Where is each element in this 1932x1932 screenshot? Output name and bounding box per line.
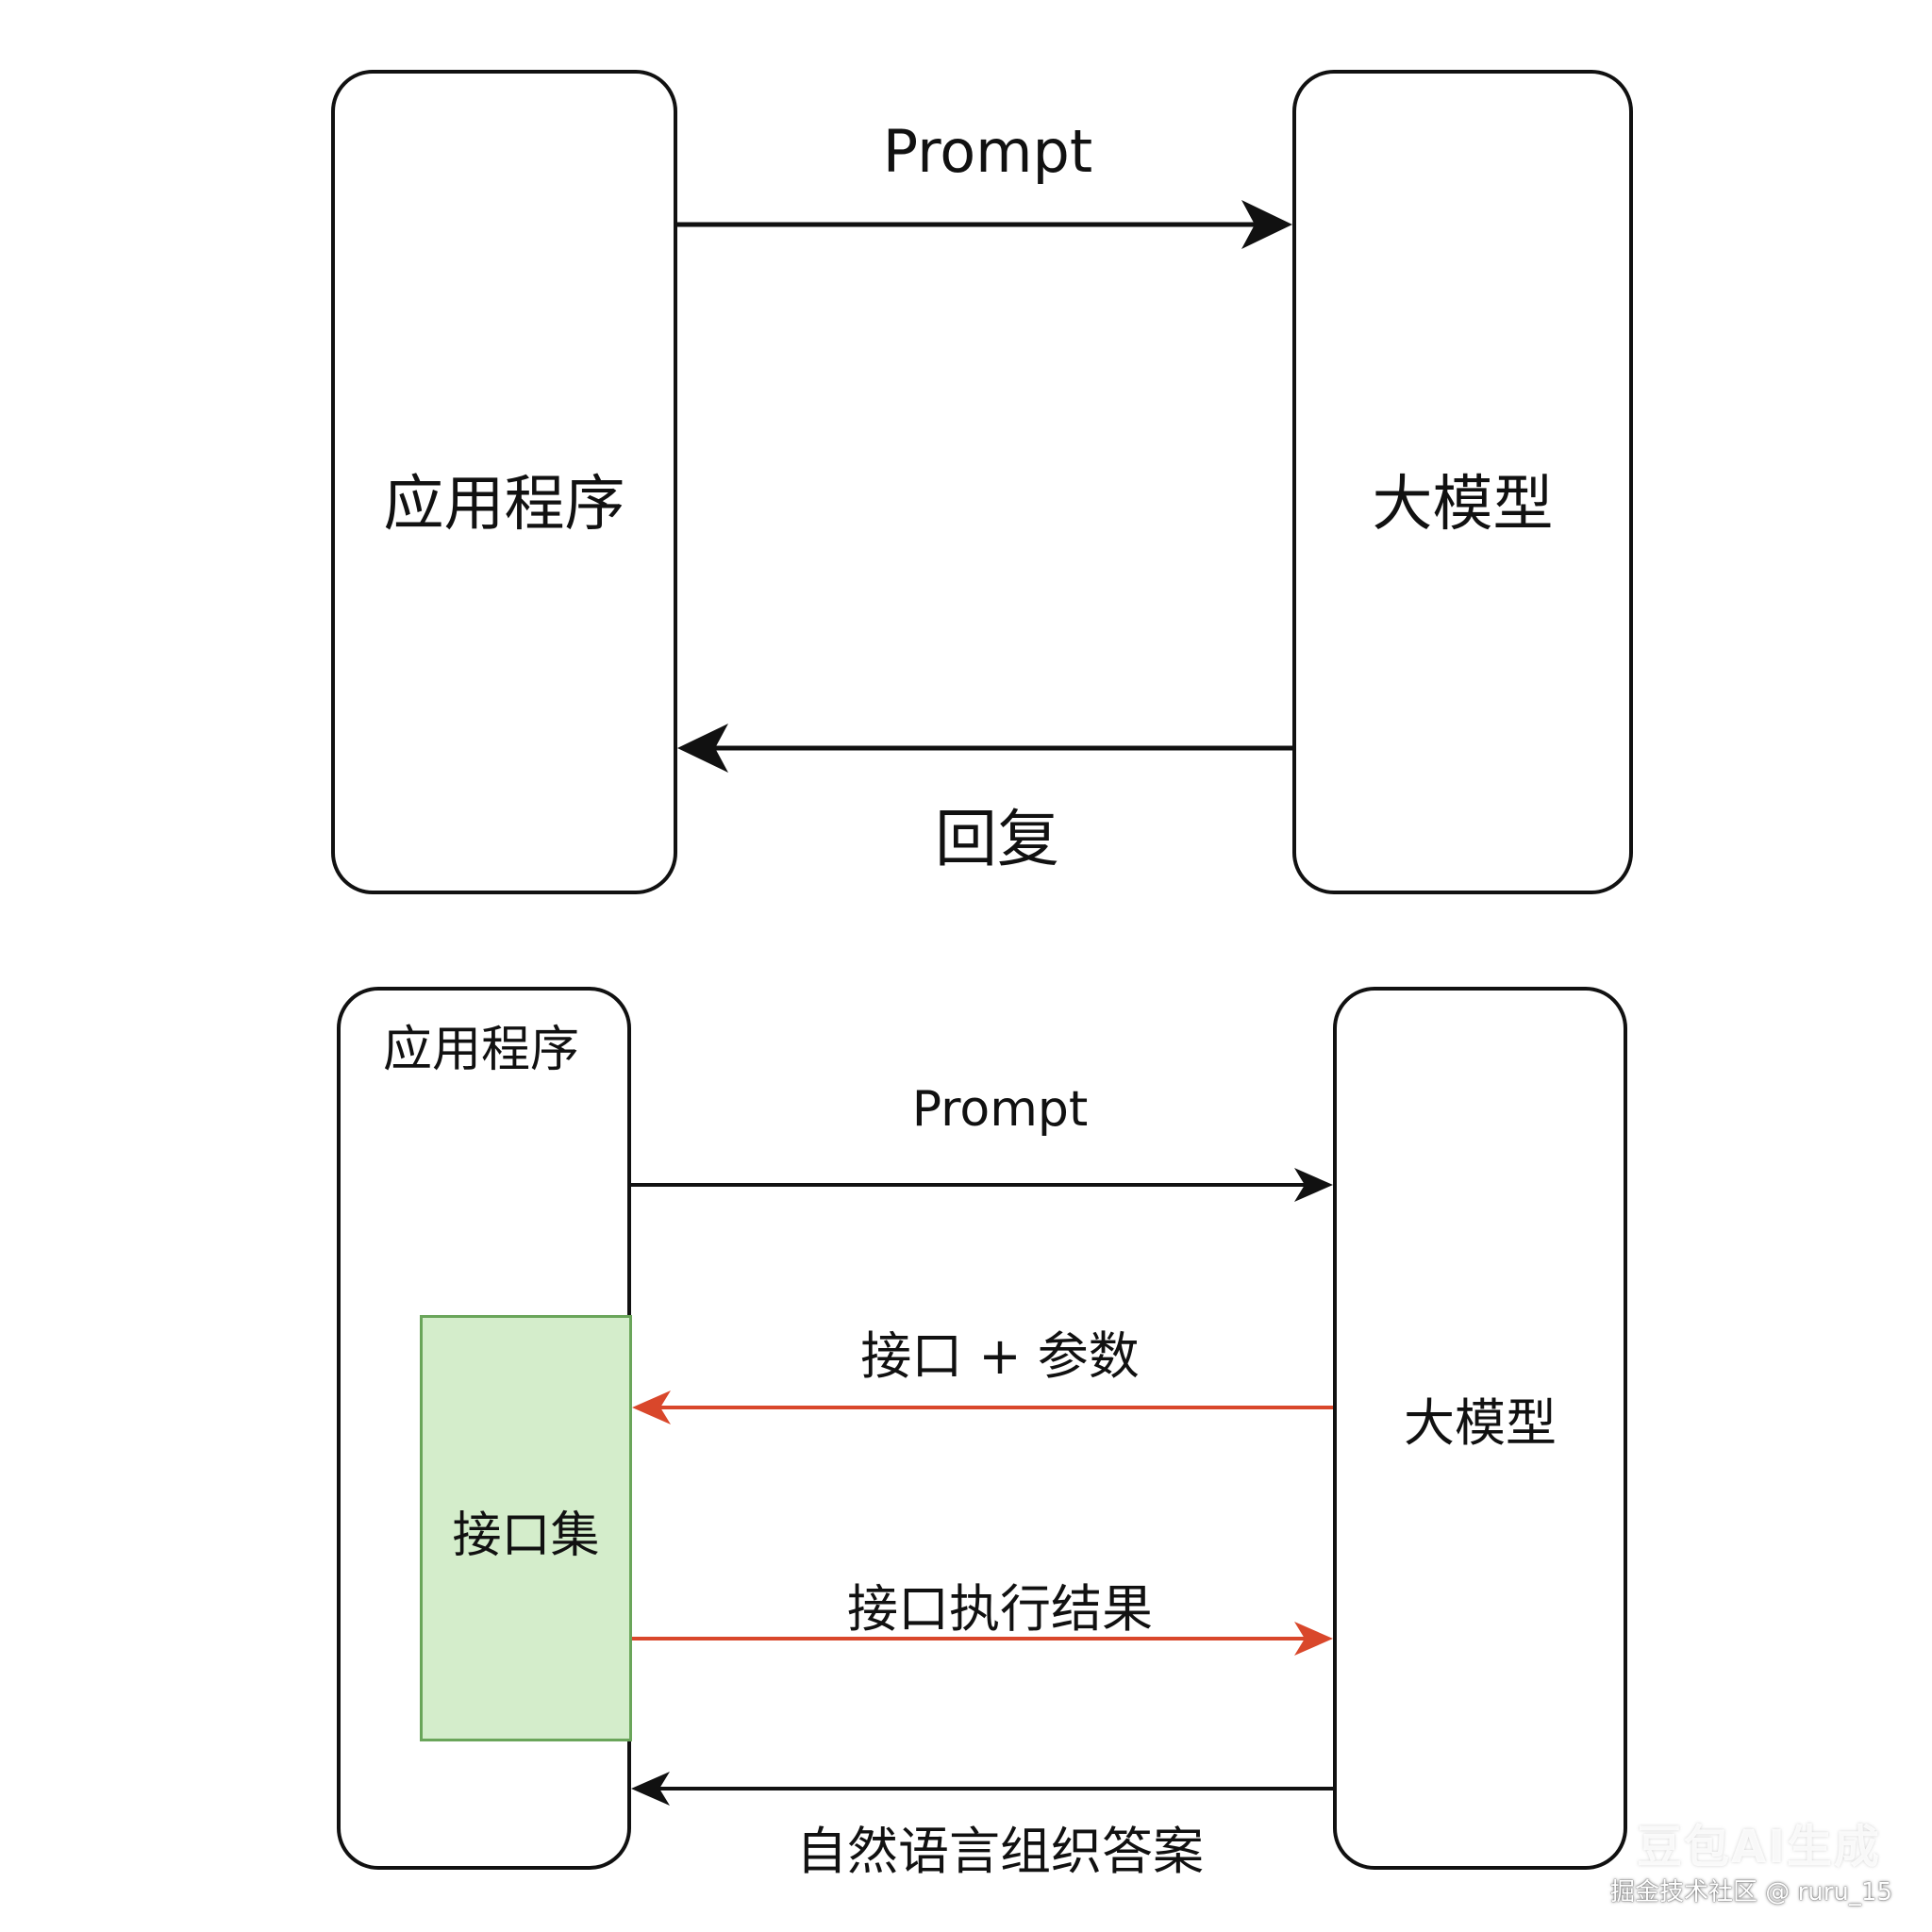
result-label: 接口执行结果 — [847, 1579, 1153, 1639]
bottom-prompt-label: Prompt — [911, 1081, 1089, 1138]
bottom-app-label: 应用程序 — [383, 1022, 580, 1078]
call-label: 接口 + 参数 — [860, 1326, 1140, 1386]
interface-set-label: 接口集 — [452, 1507, 600, 1564]
bottom-prompt-arrow — [631, 1168, 1333, 1202]
watermark-credit: 掘金技术社区 @ ruru_15 — [1610, 1878, 1892, 1907]
top-reply-arrow — [677, 724, 1292, 773]
answer-arrow — [631, 1772, 1333, 1806]
watermark-mark: 豆包AI生成 — [1636, 1821, 1881, 1874]
top-app-box: 应用程序 — [331, 70, 677, 894]
top-reply-label: 回复 — [935, 803, 1059, 875]
top-prompt-arrow — [677, 200, 1292, 249]
answer-label: 自然语言组织答案 — [796, 1822, 1204, 1881]
top-model-box: 大模型 — [1292, 70, 1633, 894]
top-app-label: 应用程序 — [383, 470, 625, 540]
top-model-label: 大模型 — [1372, 470, 1554, 540]
bottom-model-label: 大模型 — [1404, 1393, 1557, 1453]
call-arrow — [632, 1391, 1333, 1424]
top-prompt-label: Prompt — [882, 117, 1093, 186]
interface-set-box: 接口集 — [420, 1315, 632, 1741]
bottom-model-box: 大模型 — [1333, 987, 1627, 1870]
result-arrow — [632, 1622, 1333, 1656]
